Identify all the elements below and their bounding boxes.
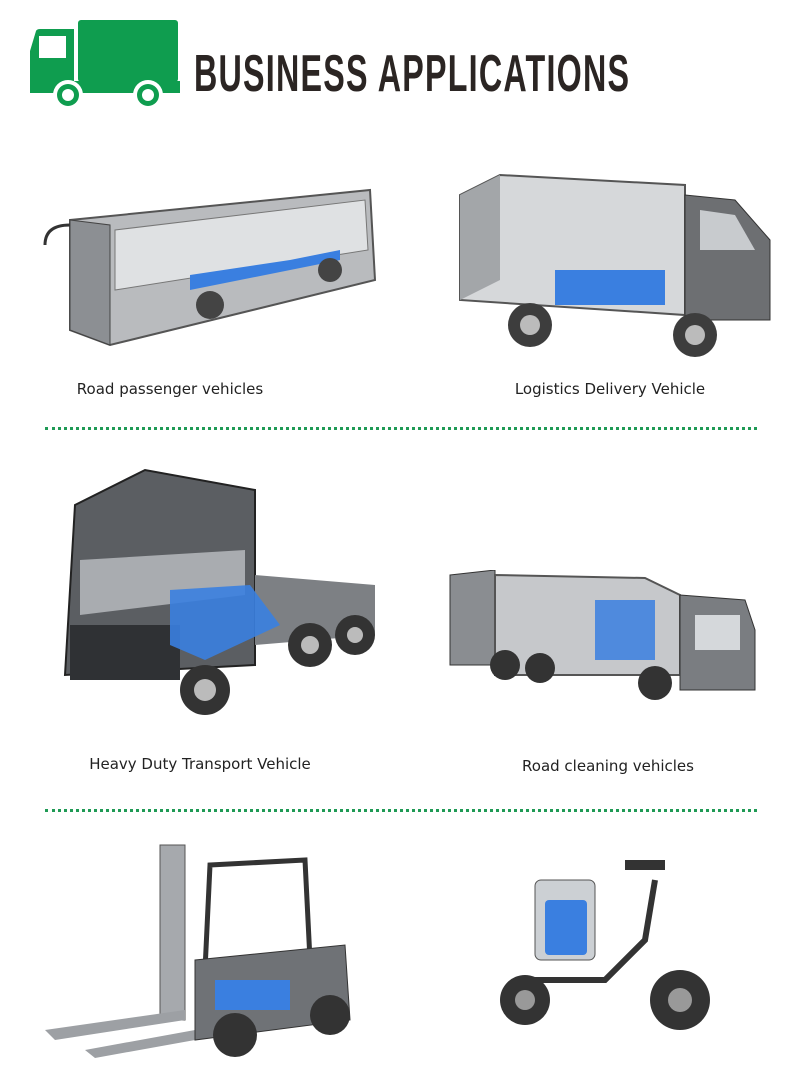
application-card-cleaning: Road cleaning vehicles bbox=[445, 570, 765, 775]
application-label: Road passenger vehicles bbox=[76, 380, 264, 398]
application-card-heavy-duty: Heavy Duty Transport Vehicle bbox=[55, 465, 385, 775]
application-card-scooter bbox=[495, 840, 725, 1050]
delivery-truck-image bbox=[459, 173, 771, 357]
application-label: Heavy Duty Transport Vehicle bbox=[89, 755, 311, 773]
section-divider bbox=[45, 427, 757, 430]
scooter-image bbox=[500, 860, 710, 1030]
bus-image bbox=[43, 188, 377, 347]
section-divider bbox=[45, 809, 757, 812]
page-title: BUSINESS APPLICATIONS bbox=[194, 45, 631, 103]
truck-icon bbox=[30, 20, 180, 110]
application-card-delivery: Logistics Delivery Vehicle bbox=[455, 170, 775, 400]
cleaning-truck-image bbox=[449, 570, 756, 700]
application-label: Logistics Delivery Vehicle bbox=[514, 380, 706, 398]
forklift-image bbox=[45, 844, 351, 1058]
application-card-forklift bbox=[45, 840, 365, 1070]
application-label: Road cleaning vehicles bbox=[522, 757, 694, 775]
application-card-bus: Road passenger vehicles bbox=[40, 180, 380, 400]
semi-truck-image bbox=[63, 468, 375, 715]
